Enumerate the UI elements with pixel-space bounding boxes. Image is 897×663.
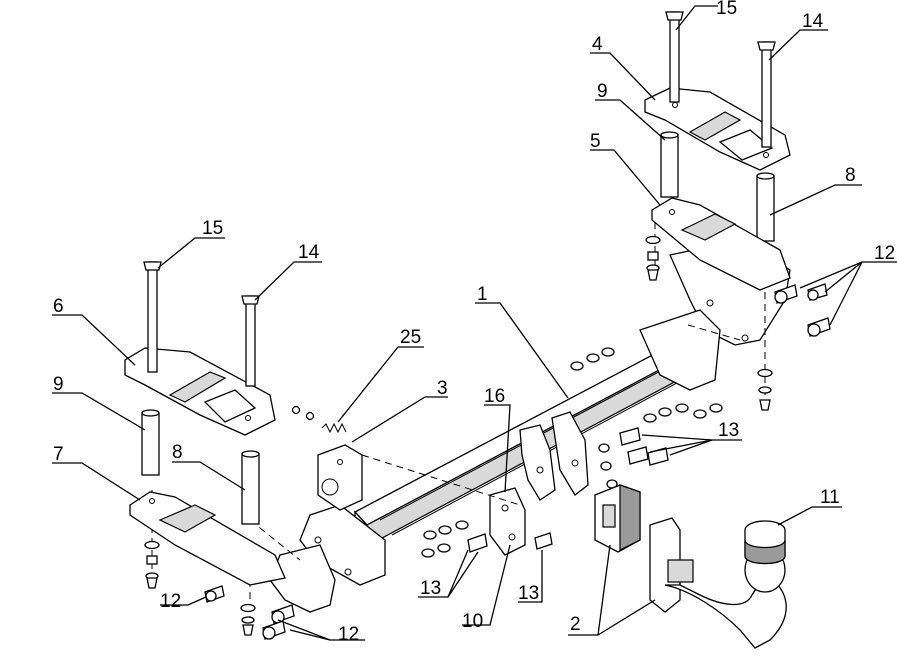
right-lower-clamp-plate-part-5 xyxy=(651,197,791,291)
left-bolt-part-14 xyxy=(241,295,260,387)
callout-11: 11 xyxy=(820,487,840,508)
callout-labels: 15 14 4 9 5 8 12 15 14 6 25 1 9 3 16 13 … xyxy=(53,0,895,645)
spring-part-25 xyxy=(291,405,347,434)
washer-sets-part-13 xyxy=(421,347,723,558)
callout-16: 16 xyxy=(484,386,505,407)
socket-plate-part-3 xyxy=(317,444,363,511)
plate-part-10 xyxy=(489,487,526,556)
callout-3: 3 xyxy=(437,378,448,399)
callout-4: 4 xyxy=(592,34,603,55)
callout-14-top: 14 xyxy=(802,11,824,32)
left-spacer-part-9 xyxy=(141,409,160,476)
callout-25: 25 xyxy=(400,327,421,348)
left-upper-clamp-plate-part-6 xyxy=(124,347,276,436)
left-spacer-part-8 xyxy=(241,450,260,525)
left-lower-clamp-plate-part-7 xyxy=(129,491,286,586)
right-bolt-part-14 xyxy=(757,41,776,148)
callout-8-left: 8 xyxy=(172,442,183,463)
callout-12-left-single: 12 xyxy=(160,591,181,612)
tow-ball-part-11 xyxy=(649,517,787,649)
right-upper-clamp-plate-part-4 xyxy=(644,87,791,171)
left-bolts-part-12 xyxy=(204,585,295,640)
right-spacer-part-8 xyxy=(756,172,775,242)
right-nuts-washers xyxy=(645,235,773,411)
callout-14-left: 14 xyxy=(298,242,320,263)
right-bolt-part-15 xyxy=(665,11,684,103)
left-nuts-washers xyxy=(144,540,256,636)
callout-13-lower-center: 13 xyxy=(518,583,539,604)
callout-5: 5 xyxy=(590,131,601,152)
callout-13-right: 13 xyxy=(718,420,739,441)
center-mount-plates xyxy=(519,411,589,501)
callout-13-lower-left: 13 xyxy=(420,578,441,599)
callout-9-right: 9 xyxy=(597,81,608,102)
callout-12-right: 12 xyxy=(874,243,895,264)
left-bolt-part-15 xyxy=(143,261,162,373)
leader-lines xyxy=(52,5,897,641)
electrical-socket-part-2 xyxy=(594,484,641,553)
callout-15-left: 15 xyxy=(202,218,223,239)
callout-2: 2 xyxy=(570,614,581,635)
callout-8-right: 8 xyxy=(845,165,856,186)
right-spacer-part-9 xyxy=(660,131,679,198)
left-side-bracket xyxy=(269,504,386,613)
callout-10: 10 xyxy=(462,611,483,632)
callout-9-left: 9 xyxy=(53,374,64,395)
callout-12-left-double: 12 xyxy=(338,624,359,645)
callout-1: 1 xyxy=(477,284,488,305)
callout-15-top: 15 xyxy=(716,0,737,19)
callout-6: 6 xyxy=(53,296,64,317)
right-bolts-part-12 xyxy=(774,283,831,337)
callout-7: 7 xyxy=(53,444,64,465)
